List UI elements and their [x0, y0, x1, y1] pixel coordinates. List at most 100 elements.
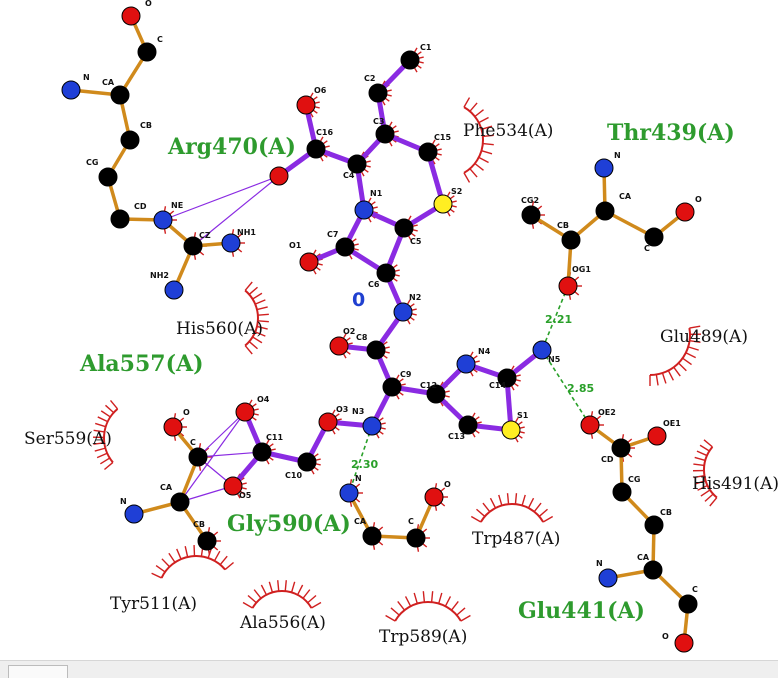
- atom-o: [648, 427, 666, 445]
- hydrophobic-arc-tick: [476, 509, 484, 516]
- contact-tick: [418, 547, 419, 552]
- atom-label: CD: [134, 202, 147, 211]
- hydrophobic-arc-tick: [257, 307, 268, 310]
- hydrophobic-arc-tick: [285, 580, 286, 591]
- atom-label: O6: [314, 86, 327, 95]
- hydrophobic-arc-tick: [668, 371, 673, 381]
- contact-tick: [314, 467, 318, 470]
- contact-tick: [315, 107, 320, 108]
- contact-tick: [473, 356, 477, 359]
- hydrophobic-arc-tick: [255, 300, 265, 304]
- atom-label: C: [157, 35, 163, 44]
- contact-tick: [575, 292, 579, 295]
- contact-tick: [316, 459, 321, 460]
- hydrophobic-arc-tick: [461, 616, 471, 622]
- contact-tick: [267, 460, 270, 464]
- hydrophobic-arc-tick: [686, 353, 696, 358]
- contact-tick: [410, 317, 414, 320]
- hydrophobic-arc-tick: [515, 493, 516, 504]
- contact-tick: [200, 466, 201, 471]
- atom-label: N3: [352, 407, 364, 416]
- contact-tick: [321, 157, 324, 161]
- hydrophobic-arc-tick: [704, 440, 712, 447]
- contact-tick: [390, 122, 393, 126]
- contact-tick: [394, 131, 399, 132]
- contact-tick: [516, 380, 521, 381]
- contact-tick: [269, 457, 273, 460]
- contact-tick: [316, 464, 321, 465]
- atom-label: CG2: [521, 196, 539, 205]
- contact-tick: [390, 142, 393, 146]
- contact-tick: [366, 166, 371, 167]
- contact-tick: [512, 386, 515, 390]
- atom-c: [111, 210, 129, 228]
- hydrophobic-arc-tick: [152, 573, 162, 578]
- atom-n: [363, 417, 381, 435]
- contact-tick: [175, 413, 176, 418]
- atom-label: O: [183, 408, 190, 417]
- atom-c: [376, 125, 394, 143]
- hydrophobic-arc-tick: [214, 551, 219, 561]
- hydrophobic-arc-tick: [445, 596, 450, 606]
- atom-c: [198, 532, 216, 550]
- contact-tick: [387, 95, 392, 96]
- hydrophobic-arc: [395, 602, 461, 621]
- atom-c: [679, 595, 697, 613]
- hydrophobic-arc-tick: [406, 596, 411, 606]
- hydrophobic-arc-tick: [391, 608, 399, 615]
- atom-o: [581, 416, 599, 434]
- atom-label: N: [355, 474, 362, 483]
- atom-label: C12: [420, 381, 437, 390]
- atom-o: [164, 418, 182, 436]
- contact-tick: [436, 506, 437, 511]
- hydrophobic-arc-tick: [245, 282, 252, 290]
- contact-tick: [233, 229, 234, 234]
- hydrophobic-arc-tick: [470, 103, 477, 111]
- atom-label: C: [692, 585, 698, 594]
- hydrophobic-arc-tick: [111, 400, 118, 408]
- residue-label-hydrophobic: Trp487(A): [472, 529, 560, 549]
- contact-tick: [200, 252, 204, 255]
- contact-line: [163, 176, 279, 220]
- atom-c: [367, 341, 385, 359]
- hydrophobic-arc-tick: [95, 423, 106, 426]
- atom-label: O: [444, 480, 451, 489]
- atom-label: C: [408, 517, 414, 526]
- ligplot-diagram: C1C2C3C15S2C16O6C4N1C5C7C6O1N2O2C8C9C12N…: [0, 0, 778, 660]
- hydrophobic-arc-tick: [705, 494, 713, 501]
- hydrophobic-arc-tick: [177, 549, 181, 559]
- bottom-tab[interactable]: [8, 665, 68, 678]
- contact-tick: [418, 524, 419, 529]
- contact-tick: [475, 361, 480, 362]
- hydrophobic-arc-tick: [481, 151, 492, 154]
- atom-c: [596, 202, 614, 220]
- residue-label-hbond: Glu441(A): [518, 598, 645, 624]
- contact-tick: [346, 338, 350, 341]
- hydrophobic-arc-tick: [483, 503, 490, 512]
- contact-tick: [313, 110, 317, 113]
- hydrophobic-arc-tick: [249, 287, 257, 294]
- hydrophobic-arc-tick: [528, 498, 533, 508]
- hydrophobic-arc-tick: [683, 358, 692, 364]
- contact-tick: [417, 65, 421, 68]
- atom-o: [122, 7, 140, 25]
- atom-c: [189, 448, 207, 466]
- bottom-scroll-bar[interactable]: [0, 660, 778, 678]
- contact-tick: [395, 275, 400, 276]
- atom-s: [434, 195, 452, 213]
- contact-tick: [371, 202, 375, 205]
- hydrophobic-arc-tick: [278, 580, 279, 591]
- atom-label: N: [83, 73, 90, 82]
- contact-tick: [348, 343, 353, 344]
- hydrophobic-arc-tick: [539, 509, 547, 516]
- hydrophobic-arc-tick: [475, 163, 484, 170]
- contact-tick: [333, 430, 336, 434]
- hydrophobic-arc-tick: [695, 457, 706, 460]
- hydrophobic-arc-tick: [697, 451, 707, 455]
- atom-label: C2: [364, 74, 375, 83]
- atom-label: C16: [316, 128, 333, 137]
- atom-label: CB: [660, 508, 672, 517]
- contact-tick: [381, 428, 386, 429]
- contact-tick: [417, 52, 421, 55]
- contact-tick: [242, 483, 247, 484]
